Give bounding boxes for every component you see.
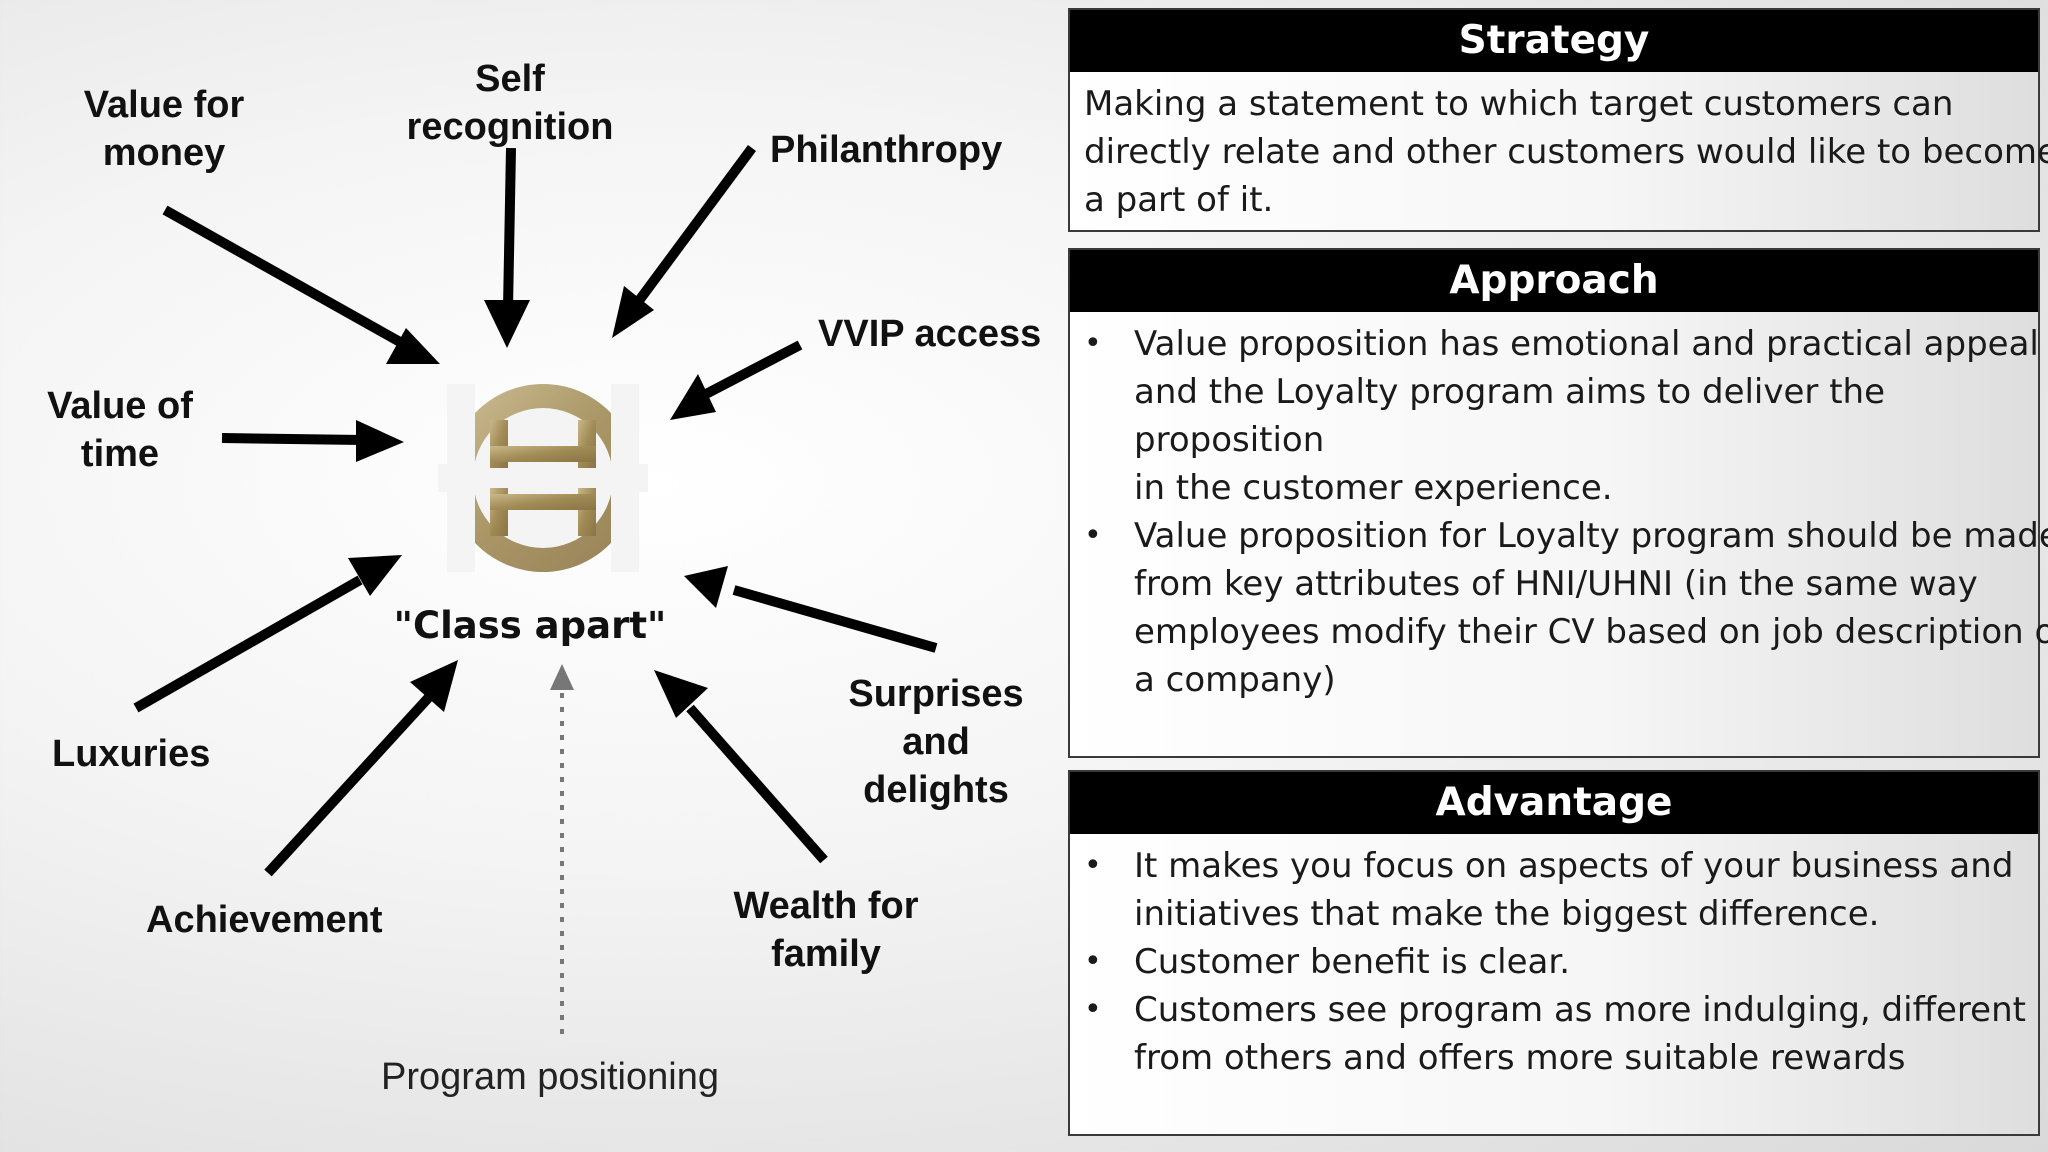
spoke-label-wealth-for-family: Wealth for family [733,885,919,975]
advantage-bullet: Customer benefit is clear. [1070,938,2038,986]
spoke-label-achievement: Achievement [146,899,383,941]
advantage-list: It makes you focus on aspects of your bu… [1070,834,2038,1082]
arrow-philanthropy [612,145,757,338]
advantage-bullet: It makes you focus on aspects of your bu… [1070,842,2038,938]
arrow-wealth-for-family [654,670,828,864]
strategy-text: Making a statement to which target custo… [1084,84,2048,220]
approach-bullet: Value proposition for Loyalty program sh… [1070,512,2048,704]
program-positioning-label: Program positioning [381,1056,719,1098]
positioning-diagram [133,145,938,1034]
arrow-vvip-access [670,340,803,420]
brand-logo-icon [438,384,648,572]
spoke-label-value-of-time: Value of time [47,385,193,475]
advantage-bullet: Customers see program as more indulging,… [1070,986,2038,1082]
arrow-value-of-time [221,420,404,462]
spoke-arrows [133,145,938,877]
arrow-surprises-and-delights [684,566,938,653]
spoke-label-surprises-and-delights: Surprises and delights [848,673,1024,811]
strategy-header: Strategy [1070,10,2038,72]
center-slogan: "Class apart" [393,604,667,647]
spoke-label-value-for-money: Value for money [83,84,245,174]
spoke-label-vvip-access: VVIP access [818,313,1042,355]
advantage-header: Advantage [1070,772,2038,834]
spoke-label-philanthropy: Philanthropy [770,129,1003,171]
approach-bullet: Value proposition has emotional and prac… [1070,320,2039,512]
arrow-achievement [264,660,458,877]
approach-list: Value proposition has emotional and prac… [1070,312,2048,704]
spoke-label-luxuries: Luxuries [52,733,211,775]
positioning-dotted-arrow [550,664,574,1034]
arrow-value-for-money [162,205,440,364]
approach-header: Approach [1070,250,2038,312]
arrow-self-recognition [484,147,530,348]
spoke-label-self-recognition: Self recognition [406,58,614,148]
advantage-panel: Advantage It makes you focus on aspects … [1068,770,2040,1136]
arrow-luxuries [133,555,402,713]
strategy-panel: Strategy Making a statement to which tar… [1068,8,2048,232]
approach-panel: Approach Value proposition has emotional… [1068,248,2048,758]
